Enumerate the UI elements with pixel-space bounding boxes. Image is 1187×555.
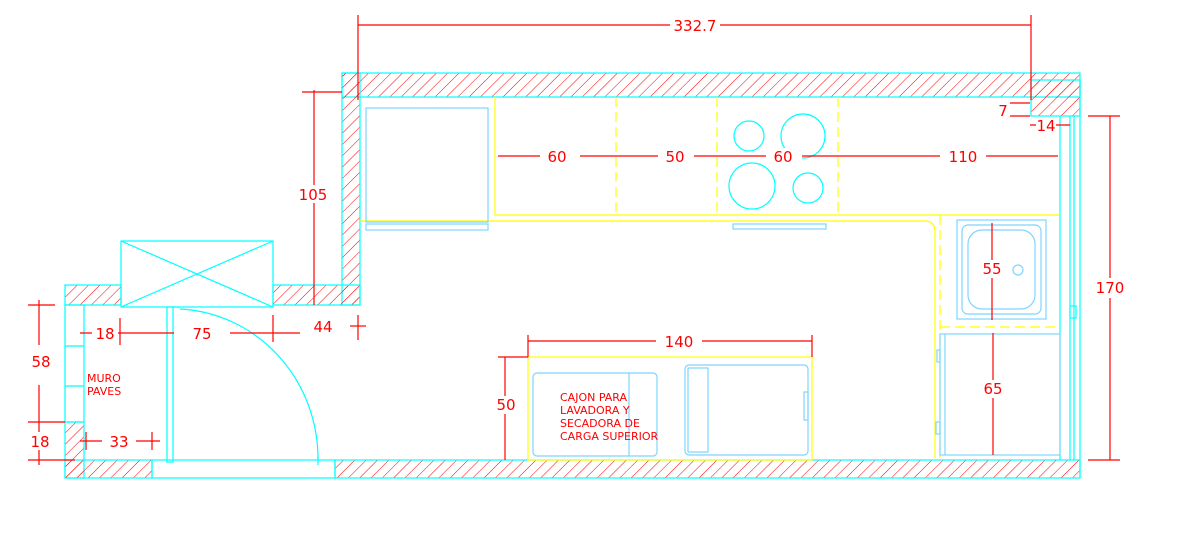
dim-right-length: 170: [1096, 279, 1125, 297]
wall-top: [341, 72, 1081, 98]
door: [166, 306, 319, 465]
glass-wall-label-2: PAVES: [87, 385, 121, 398]
dim-lower-cabinet: 65: [983, 380, 1002, 398]
wall-top-right-step: [1030, 79, 1081, 117]
dim-paves-58: 58: [31, 353, 50, 371]
dim-wall-height: 105: [299, 186, 328, 204]
fridge: [365, 107, 827, 231]
wall-bottom: [334, 459, 1081, 479]
wall-left-top: [64, 284, 122, 306]
sink: [956, 219, 1047, 320]
wall-left-upper: [341, 72, 361, 306]
window: [120, 240, 274, 308]
dim-counter-2: 50: [665, 148, 684, 166]
dim-counter-1: 60: [547, 148, 566, 166]
glass-wall-label-1: MURO: [87, 372, 121, 385]
cooktop-burners: [728, 113, 826, 210]
dimension-labels: 332.7 60 50 60 110 105 170 140 50 55 65 …: [26, 16, 1130, 451]
lower-cabinet: [935, 333, 1061, 456]
dim-step-7: 7: [998, 102, 1008, 120]
dim-jamb-18: 18: [95, 325, 114, 343]
dim-sink-depth: 55: [982, 260, 1001, 278]
annotations: MURO PAVES CAJON PARA LAVADORA Y SECADOR…: [87, 372, 659, 443]
dim-wall-44: 44: [313, 318, 332, 336]
dim-overall-width: 332.7: [674, 17, 717, 35]
dim-door-75: 75: [192, 325, 211, 343]
washer-note-2: LAVADORA Y: [560, 404, 630, 417]
washer-dryer-box: [527, 356, 813, 461]
dim-step-14: 14: [1036, 117, 1055, 135]
countertop: [360, 97, 1060, 458]
dim-counter-4: 110: [949, 148, 978, 166]
dim-washer-depth: 50: [496, 396, 515, 414]
wall-bottom-left: [64, 459, 153, 479]
washer-note-1: CAJON PARA: [560, 391, 627, 404]
walls: [64, 72, 1081, 479]
glass-block-wall: [64, 304, 85, 423]
wall-mid: [272, 284, 361, 306]
washer-note-3: SECADORA DE: [560, 417, 640, 430]
dim-washer-width: 140: [665, 333, 694, 351]
dim-base-18: 18: [30, 433, 49, 451]
washer-note-4: CARGA SUPERIOR: [560, 430, 659, 443]
dim-base-33: 33: [109, 433, 128, 451]
door-threshold: [151, 459, 336, 479]
dim-counter-3: 60: [773, 148, 792, 166]
right-wall-lines: [1059, 80, 1081, 478]
